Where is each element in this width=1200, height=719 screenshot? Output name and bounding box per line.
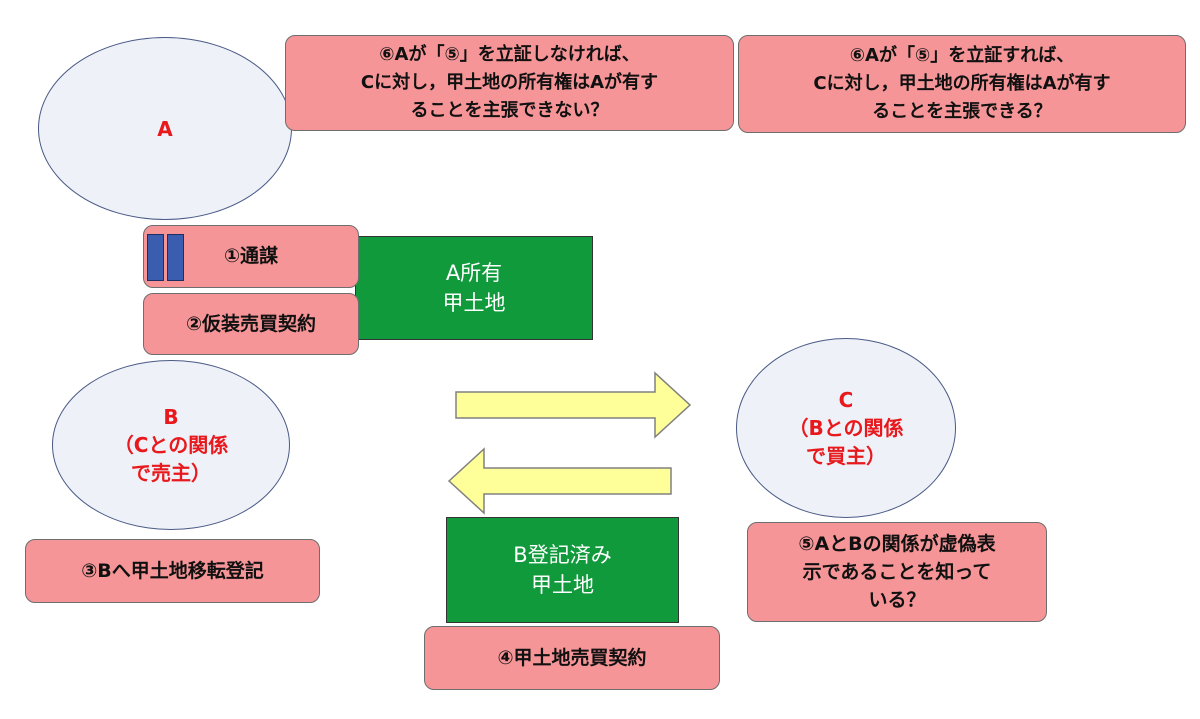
party-a-ellipse: A xyxy=(38,37,292,220)
question-not-proven-text: ⑥Aが「⑤」を立証しなければ、 Cに対し，甲土地の所有権はAが有す ることを主張… xyxy=(360,44,659,121)
fact-knowledge-text: ⑤AとBの関係が虚偽表 示であることを知って いる？ xyxy=(798,533,996,611)
fact-collusion-text: ①通謀 xyxy=(223,245,279,267)
fact-sale-contract-box: ④甲土地売買契約 xyxy=(424,626,720,690)
land-a-owned-text: A所有 甲土地 xyxy=(442,261,506,315)
land-a-owned-box: A所有 甲土地 xyxy=(355,236,593,340)
party-b-label: B （Cとの関係 で売主） xyxy=(113,405,229,485)
collusion-marker-right xyxy=(167,234,184,281)
collusion-marker-left xyxy=(147,234,164,281)
fact-sham-sale-text: ②仮装売買契約 xyxy=(185,312,317,335)
land-b-registered-box: B登記済み 甲土地 xyxy=(446,517,679,623)
fact-sham-sale-box: ②仮装売買契約 xyxy=(143,293,359,355)
land-b-registered-text: B登記済み 甲土地 xyxy=(513,543,612,597)
party-a-label: A xyxy=(157,116,173,141)
question-proven-box: ⑥Aが「⑤」を立証すれば、 Cに対し，甲土地の所有権はAが有す ることを主張でき… xyxy=(738,35,1186,133)
fact-sale-contract-text: ④甲土地売買契約 xyxy=(497,646,647,669)
party-c-label: C （Bとの関係 で買主） xyxy=(788,388,904,468)
arrow-right-icon xyxy=(455,371,692,439)
fact-knowledge-box: ⑤AとBの関係が虚偽表 示であることを知って いる？ xyxy=(747,522,1047,622)
arrow-left-icon xyxy=(447,447,672,515)
fact-registration-text: ③Bへ甲土地移転登記 xyxy=(81,559,264,582)
fact-registration-box: ③Bへ甲土地移転登記 xyxy=(25,539,320,603)
party-c-ellipse: C （Bとの関係 で買主） xyxy=(736,338,956,518)
question-not-proven-box: ⑥Aが「⑤」を立証しなければ、 Cに対し，甲土地の所有権はAが有す ることを主張… xyxy=(285,35,734,131)
question-proven-text: ⑥Aが「⑤」を立証すれば、 Cに対し，甲土地の所有権はAが有す ることを主張でき… xyxy=(813,45,1111,122)
party-b-ellipse: B （Cとの関係 で売主） xyxy=(52,360,290,530)
